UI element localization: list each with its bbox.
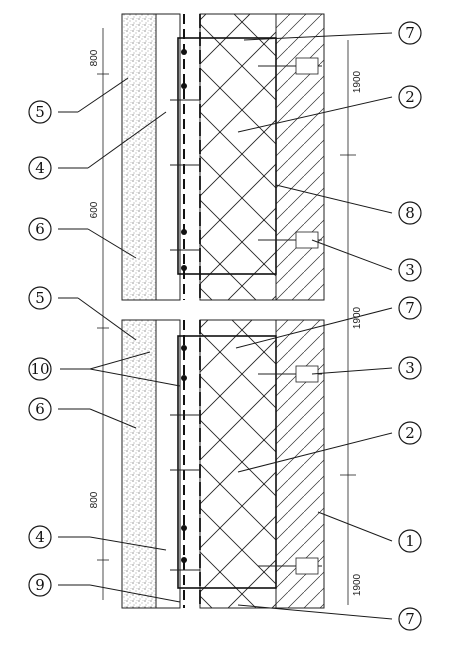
upper-insulation-board xyxy=(199,13,277,301)
lower-cavity-layer xyxy=(155,319,181,609)
callout-leader-c4b xyxy=(89,536,167,551)
callout-leader-c6b xyxy=(89,408,137,429)
callout-number-c4b: 4 xyxy=(35,528,45,546)
dim-top-left: 800 xyxy=(89,49,100,66)
callout-leader-c4a xyxy=(87,111,167,169)
callout-number-c5a: 5 xyxy=(35,103,45,121)
callout-number-c4a: 4 xyxy=(35,159,45,177)
callout-circle-c3b xyxy=(398,356,422,380)
callout-number-c2a: 2 xyxy=(405,88,415,106)
callout-circle-c5a xyxy=(28,100,52,124)
callout-leader-c10 xyxy=(89,351,151,370)
callout-number-c10: 10 xyxy=(30,360,49,378)
callout-circle-c2a xyxy=(398,85,422,109)
callout-circle-c7a xyxy=(398,21,422,45)
callout-number-c7c: 7 xyxy=(405,610,415,628)
callout-number-c1: 1 xyxy=(405,532,415,550)
right-dimension-line: 1900 1900 1900 xyxy=(340,40,363,605)
callout-leader-c5b xyxy=(77,297,137,341)
callout-circle-c8 xyxy=(398,201,422,225)
callout-number-c5b: 5 xyxy=(35,289,45,307)
callout-circle-c9 xyxy=(28,573,52,597)
callout-leader-c7b xyxy=(235,307,393,349)
callout-leader-c9 xyxy=(89,584,181,603)
dim-upper-middle-left: 600 xyxy=(89,201,100,218)
dim-lower-left: 800 xyxy=(89,491,100,508)
callout-circle-c4a xyxy=(28,156,52,180)
callout-group: 7 5 2 4 8 6 3 5 7 10 3 6 2 1 4 9 7 xyxy=(28,21,422,631)
callout-number-c6a: 6 xyxy=(35,220,45,238)
callout-leader-c6a xyxy=(87,228,137,259)
callout-leader-c10 xyxy=(89,368,181,387)
callout-leader-c3a xyxy=(311,239,393,271)
left-dimension-line: 800 600 800 xyxy=(89,28,109,600)
callout-circle-c6a xyxy=(28,217,52,241)
callout-circle-c10 xyxy=(28,357,52,381)
callout-circle-c2b xyxy=(398,421,422,445)
callout-number-c7a: 7 xyxy=(405,24,415,42)
callout-number-c3a: 3 xyxy=(405,261,415,279)
callout-leader-c2b xyxy=(237,432,393,473)
callout-circle-c5b xyxy=(28,286,52,310)
callout-number-c6b: 6 xyxy=(35,400,45,418)
dim-middle-right: 1900 xyxy=(352,306,363,329)
callout-number-c3b: 3 xyxy=(405,359,415,377)
lower-stucco-layer xyxy=(121,319,157,609)
callout-circle-c6b xyxy=(28,397,52,421)
callout-leader-c5a xyxy=(77,77,129,113)
callout-number-c2b: 2 xyxy=(405,424,415,442)
upper-concrete-wall xyxy=(275,13,325,301)
callout-number-c7b: 7 xyxy=(405,299,415,317)
callout-leader-c8 xyxy=(275,184,393,214)
callout-circle-c7b xyxy=(398,296,422,320)
upper-frame xyxy=(177,37,277,275)
lower-insulation-board xyxy=(199,319,277,609)
callout-leader-c2a xyxy=(237,96,393,133)
callout-leader-c1 xyxy=(317,511,393,542)
dim-lower-right: 1900 xyxy=(352,573,363,596)
callout-number-c8: 8 xyxy=(405,204,415,222)
upper-wall-panel xyxy=(121,13,325,301)
callout-circle-c4b xyxy=(28,525,52,549)
callout-circle-c7c xyxy=(398,607,422,631)
callout-leader-c7a xyxy=(243,32,393,41)
callout-circle-c1 xyxy=(398,529,422,553)
upper-cavity-layer xyxy=(155,13,181,301)
callout-leader-c7c xyxy=(237,604,393,620)
lower-wall-panel xyxy=(121,319,325,609)
callout-number-c9: 9 xyxy=(35,576,45,594)
upper-stucco-layer xyxy=(121,13,157,301)
dim-upper-right: 1900 xyxy=(352,70,363,93)
callout-leader-c3b xyxy=(311,367,393,375)
callout-circle-c3a xyxy=(398,258,422,282)
